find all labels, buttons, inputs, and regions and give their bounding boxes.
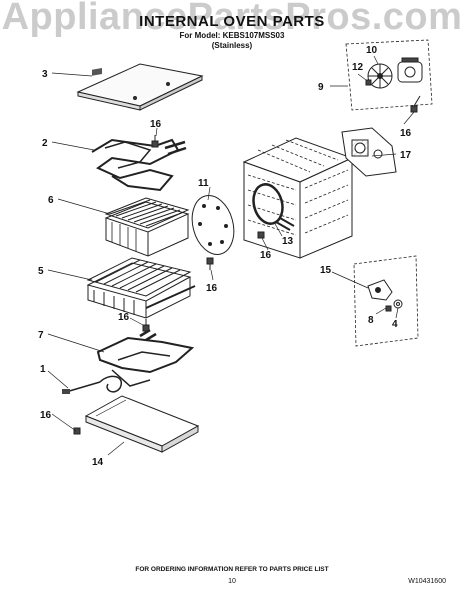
watermark-text: AppliancePartsPros.com <box>1 0 463 38</box>
finish-line: (Stainless) <box>211 41 253 50</box>
page-number: 10 <box>228 578 236 585</box>
latch-assembly-box <box>353 255 419 347</box>
callout-16: 16 <box>260 250 272 261</box>
diagram-title: INTERNAL OVEN PARTS <box>139 13 325 30</box>
callout-12: 12 <box>352 62 364 73</box>
convection-element-part <box>252 183 295 231</box>
nut-part <box>365 79 372 86</box>
document-number: W10431600 <box>408 578 446 585</box>
latch-part <box>367 279 393 301</box>
callout-2: 2 <box>42 138 48 149</box>
callout-5: 5 <box>38 266 44 277</box>
oven-bottom-panel-part <box>76 63 204 111</box>
callout-14: 14 <box>92 457 104 468</box>
callout-16: 16 <box>118 312 130 323</box>
callout-4: 4 <box>392 319 398 330</box>
callout-11: 11 <box>198 178 209 189</box>
callout-16: 16 <box>400 128 412 139</box>
broil-element-part <box>96 328 195 387</box>
motor-bracket-part <box>341 127 397 177</box>
model-line: For Model: KEBS107MSS03 <box>179 31 285 40</box>
screw-part <box>257 231 265 239</box>
temperature-sensor-part <box>62 375 123 394</box>
callout-10: 10 <box>366 45 378 56</box>
callout-3: 3 <box>42 69 48 80</box>
oven-rack-part <box>104 197 190 257</box>
callout-13: 13 <box>282 236 294 247</box>
callout-17: 17 <box>400 150 412 161</box>
oven-cavity <box>242 137 354 259</box>
screw-part <box>385 305 392 312</box>
callout-6: 6 <box>48 195 54 206</box>
extension-rack-part <box>86 257 196 319</box>
screw-part <box>206 257 214 270</box>
callout-15: 15 <box>320 265 332 276</box>
callout-9: 9 <box>318 82 324 93</box>
screw-part <box>151 135 159 148</box>
callout-7: 7 <box>38 330 44 341</box>
leader-lines <box>47 55 415 456</box>
screw-part <box>410 95 421 113</box>
callout-8: 8 <box>368 315 374 326</box>
bake-element-part <box>91 138 187 192</box>
fan-blade-part <box>367 63 393 89</box>
fan-motor-assembly-box <box>345 39 433 111</box>
callout-16: 16 <box>206 283 218 294</box>
fan-motor-part <box>397 57 423 83</box>
callout-1: 1 <box>40 364 46 375</box>
washer-part <box>393 299 403 309</box>
ordering-note: FOR ORDERING INFORMATION REFER TO PARTS … <box>135 566 329 573</box>
screw-part <box>73 427 81 435</box>
callout-16: 16 <box>40 410 52 421</box>
fan-cover-part <box>191 195 235 255</box>
screw-part <box>142 319 150 332</box>
drip-tray-part <box>84 395 200 453</box>
callout-16: 16 <box>150 119 162 130</box>
